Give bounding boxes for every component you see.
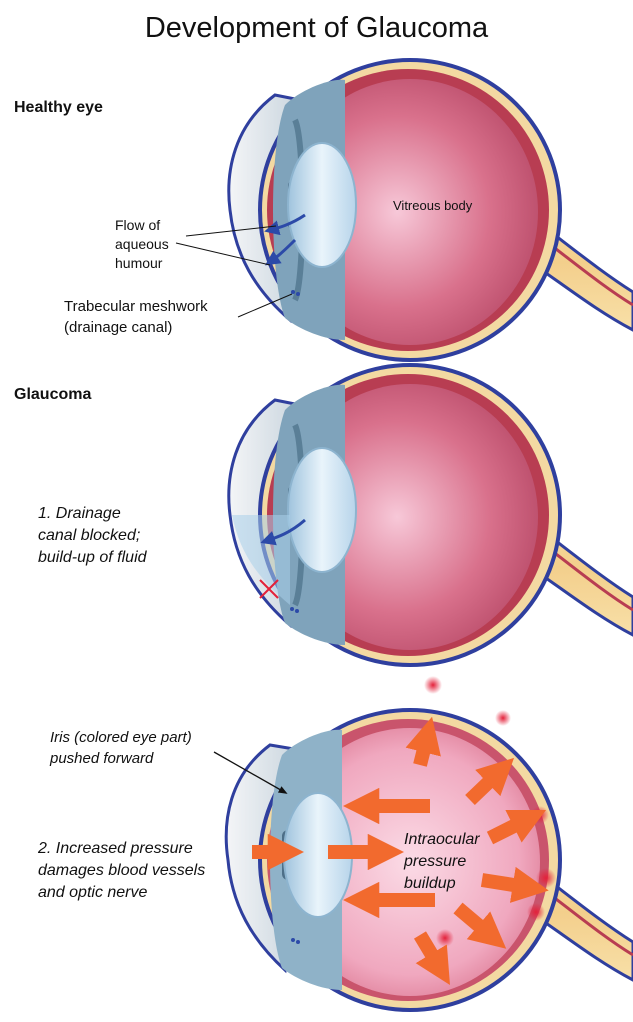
- step-1-label: 1. Drainage canal blocked; build-up of f…: [38, 505, 147, 566]
- page-title: Development of Glaucoma: [144, 12, 489, 44]
- pressure-arrow-up-right: [465, 757, 515, 806]
- glaucoma-heading: Glaucoma: [14, 386, 92, 403]
- healthy-leader-lines: [175, 225, 293, 318]
- pressure-arrow-right-mid: [480, 866, 549, 903]
- pressure-arrows: [252, 716, 549, 985]
- step-2-label: 2. Increased pressure damages blood vess…: [38, 840, 206, 901]
- aqueous-flow-label: Flow of aqueous humour: [115, 217, 169, 271]
- glaucoma-eye-illustration: [229, 365, 633, 665]
- iris-leader-arrow: [213, 751, 288, 794]
- healthy-eye-illustration: [229, 60, 633, 360]
- trabecular-meshwork-label: Trabecular meshwork (drainage canal): [64, 298, 208, 336]
- pressure-arrow-right-upper: [486, 809, 547, 845]
- pressure-arrow-up-left: [405, 716, 441, 767]
- pressure-arrow-down: [413, 931, 450, 985]
- intraocular-pressure-label: Intraocular pressure buildup: [404, 831, 480, 892]
- pressure-arrow-down-right: [453, 902, 507, 949]
- vitreous-body-label: Vitreous body: [393, 198, 473, 213]
- iris-pushed-label: Iris (colored eye part) pushed forward: [50, 729, 192, 767]
- healthy-eye-heading: Healthy eye: [14, 99, 103, 116]
